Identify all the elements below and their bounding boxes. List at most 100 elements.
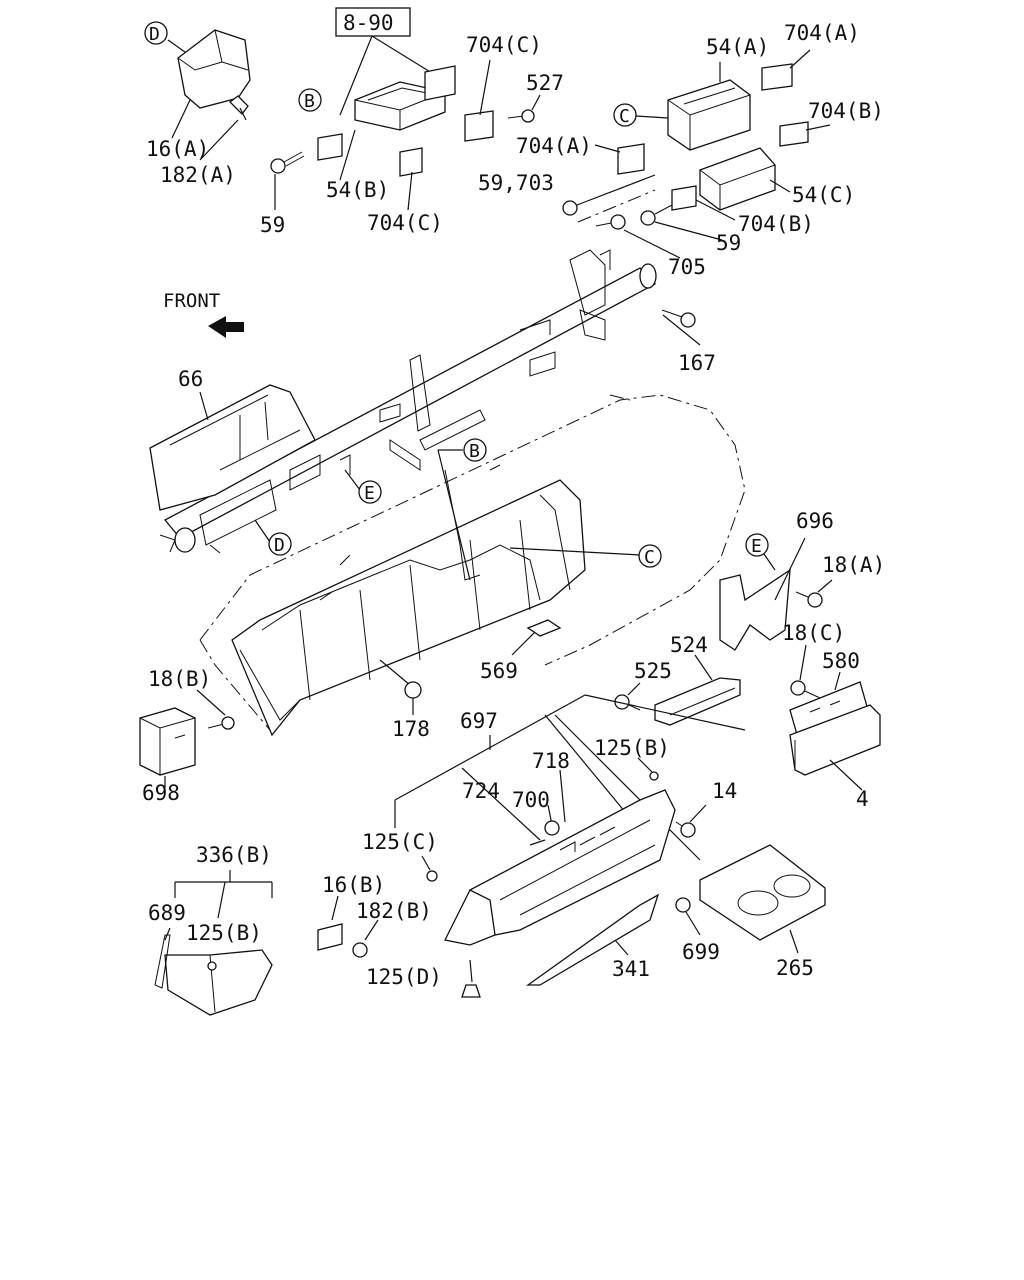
bolt-167 bbox=[661, 309, 696, 328]
ref-box-8-90: 8-90 bbox=[335, 7, 411, 37]
label-699: 699 bbox=[682, 940, 720, 964]
part-704b-bracket-right bbox=[779, 121, 809, 147]
callout-b-body: B bbox=[463, 438, 487, 462]
label-704a-b: 704(A) bbox=[784, 21, 860, 45]
screw-59a bbox=[270, 151, 305, 174]
svg-text:E: E bbox=[751, 536, 762, 557]
screw-125b-upper bbox=[649, 771, 659, 781]
label-341: 341 bbox=[612, 957, 650, 981]
label-125b-b: 125(B) bbox=[186, 921, 262, 945]
bracket-16b bbox=[317, 923, 343, 951]
label-704c-a: 704(C) bbox=[466, 33, 542, 57]
part-704c-bracket-b bbox=[399, 147, 423, 177]
callout-c-body: C bbox=[638, 544, 662, 568]
callout-d-top: D bbox=[144, 21, 168, 45]
label-59a: 59 bbox=[260, 213, 285, 237]
label-569: 569 bbox=[480, 659, 518, 683]
label-689: 689 bbox=[148, 901, 186, 925]
part-704b-bracket-lower bbox=[671, 185, 697, 211]
screw-527 bbox=[507, 109, 535, 123]
callout-c-top: C bbox=[613, 103, 637, 127]
bolt-18c bbox=[790, 680, 821, 699]
ref-box-text: 8-90 bbox=[343, 11, 394, 35]
label-59-703: 59,703 bbox=[478, 171, 554, 195]
instrument-panel bbox=[199, 394, 746, 737]
part-small-clip-left bbox=[317, 133, 343, 161]
part-524-trim bbox=[654, 677, 741, 726]
svg-text:C: C bbox=[644, 547, 655, 568]
part-689-strip bbox=[154, 934, 171, 989]
part-696-bracket bbox=[719, 568, 791, 651]
svg-text:B: B bbox=[304, 91, 315, 112]
screw-125c bbox=[426, 870, 438, 882]
label-705: 705 bbox=[668, 255, 706, 279]
front-arrow-icon bbox=[208, 316, 244, 338]
bolt-18a bbox=[795, 591, 823, 608]
label-704b-a: 704(B) bbox=[808, 99, 884, 123]
label-696: 696 bbox=[796, 509, 834, 533]
label-16b: 16(B) bbox=[322, 873, 385, 897]
label-18a: 18(A) bbox=[822, 553, 885, 577]
bolt-182b bbox=[352, 942, 368, 958]
label-59b: 59 bbox=[716, 231, 741, 255]
label-698: 698 bbox=[142, 781, 180, 805]
label-697: 697 bbox=[460, 709, 498, 733]
part-265-cup-holder bbox=[699, 844, 826, 941]
label-125d: 125(D) bbox=[366, 965, 442, 989]
label-704b-b: 704(B) bbox=[738, 212, 814, 236]
part-704a-bracket-right bbox=[761, 63, 793, 91]
screw-525 bbox=[614, 694, 641, 711]
screw-59-703 bbox=[562, 174, 656, 216]
front-label: FRONT bbox=[163, 290, 220, 312]
cross-car-beam bbox=[159, 249, 657, 554]
label-4: 4 bbox=[856, 787, 869, 811]
nut-178 bbox=[379, 659, 422, 699]
label-182b: 182(B) bbox=[356, 899, 432, 923]
label-724: 724 bbox=[462, 779, 500, 803]
label-54a: 54(A) bbox=[706, 35, 769, 59]
clip-125d bbox=[461, 984, 481, 998]
callout-e-body: E bbox=[358, 480, 382, 504]
callout-d-body: D bbox=[268, 532, 292, 556]
bolt-14 bbox=[675, 821, 696, 838]
screw-59b bbox=[640, 204, 673, 226]
bolt-700 bbox=[544, 820, 560, 836]
part-704-top-bracket bbox=[424, 65, 456, 101]
label-178: 178 bbox=[392, 717, 430, 741]
label-18b: 18(B) bbox=[148, 667, 211, 691]
part-54c bbox=[699, 147, 776, 211]
label-182a: 182(A) bbox=[160, 163, 236, 187]
part-54a bbox=[667, 79, 751, 151]
label-18c: 18(C) bbox=[782, 621, 845, 645]
clip-699 bbox=[675, 897, 691, 913]
label-265: 265 bbox=[776, 956, 814, 980]
label-54c: 54(C) bbox=[792, 183, 855, 207]
label-524: 524 bbox=[670, 633, 708, 657]
bracket-d-part bbox=[177, 29, 251, 121]
label-336b: 336(B) bbox=[196, 843, 272, 867]
label-16a: 16(A) bbox=[146, 137, 209, 161]
part-66-bracket bbox=[149, 384, 316, 511]
callout-e-right: E bbox=[745, 533, 769, 557]
part-336b-cover bbox=[164, 949, 273, 1016]
label-66: 66 bbox=[178, 367, 203, 391]
part-697-center-panel bbox=[444, 789, 676, 946]
label-704a-a: 704(A) bbox=[516, 134, 592, 158]
label-718: 718 bbox=[532, 749, 570, 773]
label-125b-a: 125(B) bbox=[594, 736, 670, 760]
svg-text:E: E bbox=[364, 483, 375, 504]
screw-18b bbox=[207, 716, 235, 730]
screw-705 bbox=[595, 214, 626, 230]
svg-text:D: D bbox=[149, 24, 160, 45]
callout-b-top: B bbox=[298, 88, 322, 112]
part-4-cover bbox=[789, 704, 881, 776]
part-54b bbox=[354, 81, 446, 131]
svg-text:D: D bbox=[274, 535, 285, 556]
label-54b: 54(B) bbox=[326, 178, 389, 202]
label-704c-b: 704(C) bbox=[367, 211, 443, 235]
part-704c-bracket-a bbox=[464, 110, 494, 142]
svg-text:C: C bbox=[619, 106, 630, 127]
label-14: 14 bbox=[712, 779, 737, 803]
svg-text:B: B bbox=[469, 441, 480, 462]
